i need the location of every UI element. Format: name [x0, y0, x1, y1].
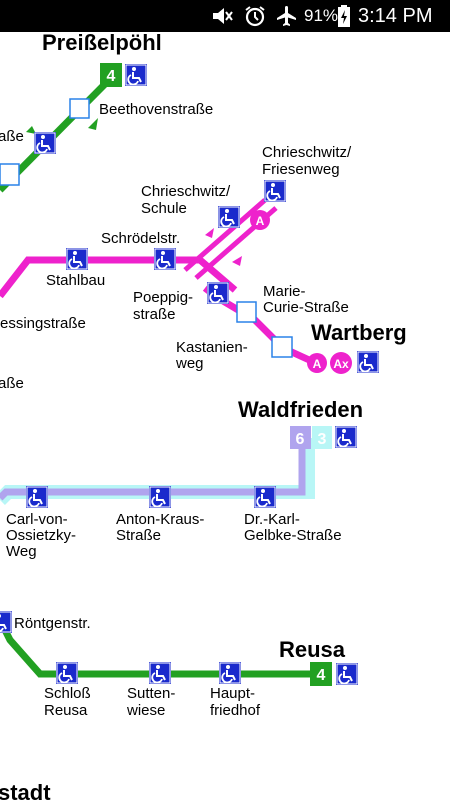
line-badge-4 [310, 662, 332, 686]
wheelchair-accessible-icon [26, 486, 48, 508]
line-badge-4-label: 4 [317, 667, 326, 684]
battery-percent: 91% [304, 6, 339, 25]
stop-label-schroedelstr: Schrödelstr. [101, 230, 180, 247]
stop-marker-marie-curie[interactable] [236, 301, 257, 323]
stop-label-preisselpoehl: Preißelpöhl [42, 32, 162, 55]
wheelchair-accessible-icon [218, 206, 240, 228]
wheelchair-accessible-icon [336, 663, 358, 685]
bus-badge-a [307, 353, 327, 373]
wheelchair-accessible-icon [254, 486, 276, 508]
line-badge-3 [312, 426, 332, 449]
battery-charging-icon [337, 0, 351, 32]
stop-label-strasse-cut-2: aße [0, 375, 24, 392]
stop-label-kastanienweg-2: weg [175, 355, 204, 372]
line-badge-6-label: 6 [296, 431, 305, 448]
stop-label-kastanienweg-1: Kastanien- [176, 339, 248, 356]
stop-label-beethovenstrasse: Beethovenstraße [99, 101, 213, 118]
transit-map[interactable]: Preißelpöhl 4 Beethovenstraße aße Chries… [0, 32, 450, 800]
stop-label-strasse-cut: aße [0, 128, 24, 145]
bus-badge-a [250, 210, 270, 230]
status-bar: 91% 3:14 PM [0, 0, 450, 32]
direction-arrow [232, 256, 242, 266]
magenta-line-a [183, 198, 267, 272]
stop-label-waldfrieden: Waldfrieden [238, 397, 363, 422]
stop-label-carl-von-ossietzky-3: Weg [6, 543, 37, 560]
stop-label-poeppigstrasse-2: straße [133, 306, 176, 323]
wheelchair-accessible-icon [357, 351, 379, 373]
stop-label-lessingstrasse: essingstraße [0, 315, 86, 332]
stop-marker[interactable] [0, 163, 20, 186]
stop-label-gelbke-1: Dr.-Karl- [244, 511, 300, 528]
wheelchair-accessible-icon [219, 662, 241, 684]
stop-marker-kastanienweg[interactable] [271, 336, 293, 358]
wheelchair-accessible-icon [154, 248, 176, 270]
line-badge-3-label: 3 [318, 431, 327, 448]
notifications-off-icon [210, 0, 234, 32]
bus-badge-a-label: A [313, 357, 322, 371]
stop-marker-beethovenstrasse[interactable] [69, 98, 90, 119]
stop-label-carl-von-ossietzky-2: Ossietzky- [6, 527, 76, 544]
line-badge-6 [290, 426, 311, 449]
stop-label-anton-kraus-2: Straße [116, 527, 161, 544]
wheelchair-accessible-icon [335, 426, 357, 448]
stop-label-wartberg: Wartberg [311, 320, 407, 345]
airplane-mode-icon [274, 0, 300, 32]
line-badge-4 [100, 63, 122, 87]
stop-label-anton-kraus-1: Anton-Kraus- [116, 511, 204, 528]
wheelchair-accessible-icon [0, 611, 12, 633]
stop-label-gelbke-2: Gelbke-Straße [244, 527, 342, 544]
stop-label-carl-von-ossietzky-1: Carl-von- [6, 511, 68, 528]
stop-label-reusa: Reusa [279, 637, 346, 662]
line-badge-4-label: 4 [107, 68, 116, 85]
stop-label-hauptfriedhof-2: friedhof [210, 702, 261, 719]
direction-arrow [26, 126, 36, 134]
stop-label-roentgenstr: Röntgenstr. [14, 615, 91, 632]
stop-label-chrieschwitz-friesenweg-1: Chrieschwitz/ [262, 144, 352, 161]
stop-label-schloss-reusa-2: Reusa [44, 702, 88, 719]
stop-label-marie-curie-1: Marie- [263, 283, 306, 300]
magenta-line-west [0, 256, 238, 299]
bus-badge-a-label: A [256, 214, 265, 228]
stop-label-chrieschwitz-schule-1: Chrieschwitz/ [141, 183, 231, 200]
stop-label-marie-curie-2: Curie-Straße [263, 299, 349, 316]
alarm-icon [243, 0, 267, 32]
wheelchair-accessible-icon [149, 662, 171, 684]
direction-arrow [88, 118, 98, 130]
wheelchair-accessible-icon [264, 180, 286, 202]
bus-badge-ax-label: Ax [333, 357, 349, 371]
direction-arrow [205, 228, 214, 238]
clock: 3:14 PM [358, 4, 433, 27]
wheelchair-accessible-icon [149, 486, 171, 508]
stop-label-schloss-reusa-1: Schloß [44, 685, 91, 702]
wheelchair-accessible-icon [125, 64, 147, 86]
stop-label-chrieschwitz-schule-2: Schule [141, 200, 187, 217]
stop-label-chrieschwitz-friesenweg-2: Friesenweg [262, 161, 340, 178]
stop-label-suttenwiese-1: Sutten- [127, 685, 175, 702]
wheelchair-accessible-icon [207, 282, 229, 304]
wheelchair-accessible-icon [34, 132, 56, 154]
bus-badge-ax [330, 352, 352, 374]
stop-label-suttenwiese-2: wiese [126, 702, 165, 719]
wheelchair-accessible-icon [56, 662, 78, 684]
stop-label-hauptfriedhof-1: Haupt- [210, 685, 255, 702]
stop-label-stadt-cut: stadt [0, 780, 51, 800]
stop-label-poeppigstrasse-1: Poeppig- [133, 289, 193, 306]
wheelchair-accessible-icon [66, 248, 88, 270]
stop-label-stahlbau: Stahlbau [46, 272, 105, 289]
